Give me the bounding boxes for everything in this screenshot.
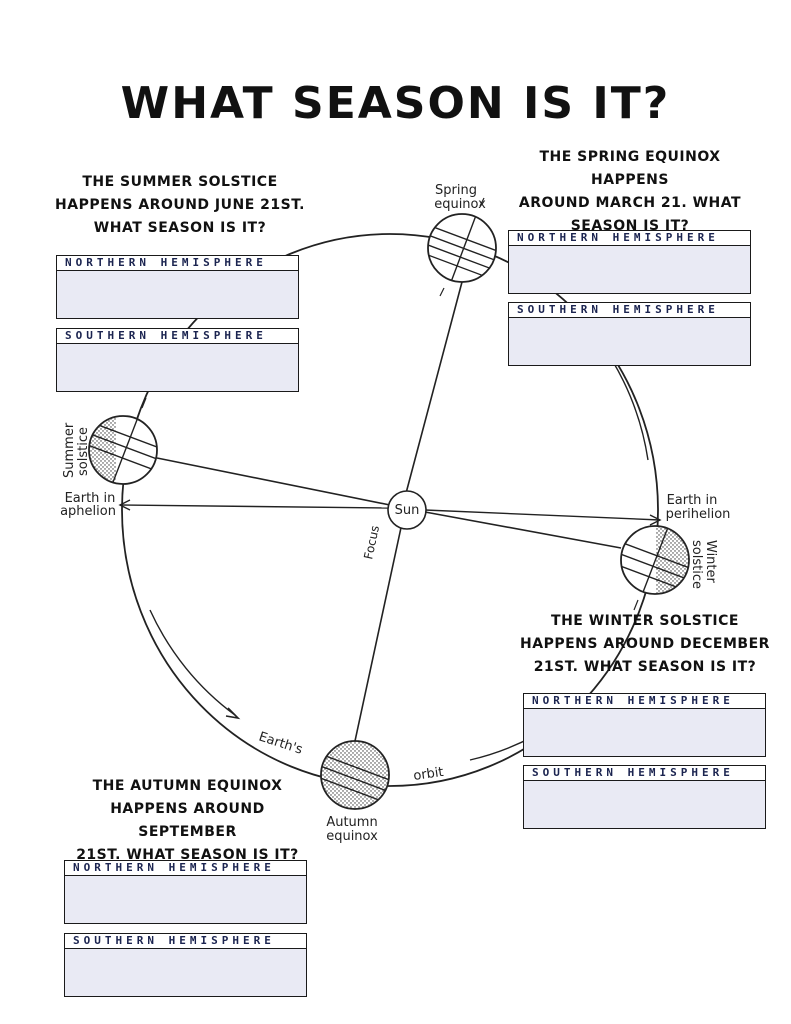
summer-northern-field[interactable]: [57, 271, 298, 319]
spring-northern-field[interactable]: [509, 246, 750, 294]
winter-solstice-earth: [620, 525, 690, 611]
summer-label-1: Summer: [62, 422, 77, 478]
summer-question-line-3: WHAT SEASON IS IT?: [93, 220, 267, 236]
autumn-equinox-earth: [320, 740, 390, 810]
spring-label-2: equinox: [434, 197, 486, 212]
autumn-question-line-3: 21ST. WHAT SEASON IS IT?: [76, 847, 299, 863]
autumn-southern-field[interactable]: [65, 949, 306, 997]
spring-question-line-1: THE SPRING EQUINOX HAPPENS: [539, 149, 721, 188]
spring-equinox-earth: [427, 197, 497, 297]
summer-label-2: solstice: [76, 427, 91, 476]
autumn-southern-label: SOUTHERN HEMISPHERE: [65, 934, 306, 949]
autumn-question: THE AUTUMN EQUINOX HAPPENS AROUND SEPTEM…: [60, 775, 315, 867]
orbit-label: orbit: [412, 765, 444, 784]
autumn-northern-field[interactable]: [65, 876, 306, 924]
summer-northern-answer-box[interactable]: NORTHERN HEMISPHERE: [56, 255, 299, 319]
winter-northern-field[interactable]: [524, 709, 765, 757]
autumn-label-1: Autumn: [326, 815, 377, 830]
winter-label-2: solstice: [689, 540, 704, 589]
orbit-ellipse: [121, 233, 659, 787]
spring-southern-label: SOUTHERN HEMISPHERE: [509, 303, 750, 318]
summer-southern-field[interactable]: [57, 344, 298, 392]
summer-question-line-1: THE SUMMER SOLSTICE: [82, 174, 278, 190]
sun-label: Sun: [395, 503, 420, 518]
orbit-direction-arrow: [225, 707, 241, 720]
spring-label-1: Spring: [435, 183, 477, 198]
winter-question-line-3: 21ST. WHAT SEASON IS IT?: [533, 659, 757, 675]
summer-southern-answer-box[interactable]: SOUTHERN HEMISPHERE: [56, 328, 299, 392]
winter-question: THE WINTER SOLSTICE HAPPENS AROUND DECEM…: [520, 610, 770, 679]
perihelion-label-2: perihelion: [666, 507, 731, 522]
winter-northern-label: NORTHERN HEMISPHERE: [524, 694, 765, 709]
winter-northern-answer-box[interactable]: NORTHERN HEMISPHERE: [523, 693, 766, 757]
winter-southern-answer-box[interactable]: SOUTHERN HEMISPHERE: [523, 765, 766, 829]
winter-question-line-2: HAPPENS AROUND DECEMBER: [520, 636, 770, 652]
perihelion-label-1: Earth in: [667, 493, 718, 508]
summer-question-line-2: HAPPENS AROUND JUNE 21ST.: [55, 197, 305, 213]
spring-northern-label: NORTHERN HEMISPHERE: [509, 231, 750, 246]
spring-question: THE SPRING EQUINOX HAPPENS AROUND MARCH …: [500, 146, 760, 238]
summer-solstice-earth: [88, 397, 158, 485]
focus-label: Focus: [361, 524, 382, 560]
autumn-question-line-2: HAPPENS AROUND SEPTEMBER: [110, 801, 265, 840]
summer-question: THE SUMMER SOLSTICE HAPPENS AROUND JUNE …: [55, 171, 305, 240]
summer-southern-label: SOUTHERN HEMISPHERE: [57, 329, 298, 344]
autumn-label-2: equinox: [326, 829, 378, 844]
sun-circle: [387, 490, 427, 530]
spring-southern-answer-box[interactable]: SOUTHERN HEMISPHERE: [508, 302, 751, 366]
spring-southern-field[interactable]: [509, 318, 750, 366]
summer-northern-label: NORTHERN HEMISPHERE: [57, 256, 298, 271]
autumn-question-line-1: THE AUTUMN EQUINOX: [92, 778, 283, 794]
winter-label-1: Winter: [703, 540, 718, 584]
aphelion-label-2: aphelion: [60, 504, 116, 519]
spring-northern-answer-box[interactable]: NORTHERN HEMISPHERE: [508, 230, 751, 294]
winter-question-line-1: THE WINTER SOLSTICE: [551, 613, 739, 629]
aphelion-label-1: Earth in: [65, 491, 116, 506]
winter-southern-field[interactable]: [524, 781, 765, 829]
page-title: WHAT SEASON IS IT?: [120, 78, 671, 129]
spring-question-line-2: AROUND MARCH 21. WHAT: [518, 195, 742, 211]
autumn-northern-answer-box[interactable]: NORTHERN HEMISPHERE: [64, 860, 307, 924]
autumn-southern-answer-box[interactable]: SOUTHERN HEMISPHERE: [64, 933, 307, 997]
autumn-northern-label: NORTHERN HEMISPHERE: [65, 861, 306, 876]
winter-southern-label: SOUTHERN HEMISPHERE: [524, 766, 765, 781]
